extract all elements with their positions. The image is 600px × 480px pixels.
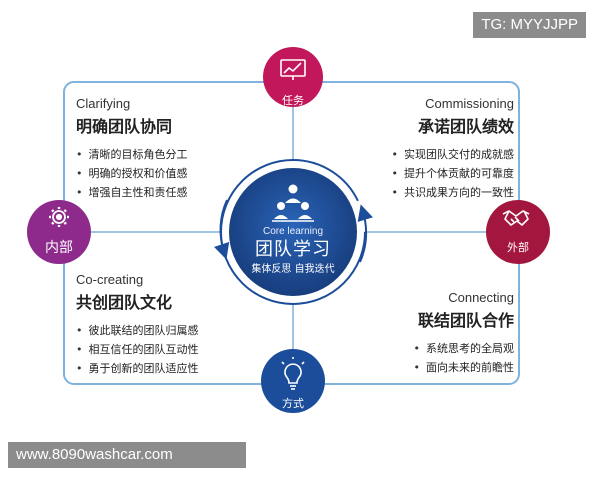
list-item: 实现团队交付的成就感: [392, 145, 514, 164]
node-top-label: 任务: [282, 94, 304, 107]
node-right-circle: [486, 200, 550, 264]
center-text-block: Core learning 团队学习 集体反思 自我迭代: [233, 226, 353, 278]
lightbulb-icon: [281, 357, 305, 390]
node-left-label: 内部: [45, 240, 73, 256]
quadrant-connecting: Connecting 联结团队合作 系统思考的全局观 面向未来的前瞻性: [414, 290, 514, 377]
presentation-board-icon: [280, 59, 306, 80]
ring-arrow-right: [357, 204, 373, 263]
list-item: 勇于创新的团队适应性: [76, 359, 199, 378]
quadrant-zh-title: 共创团队文化: [76, 293, 173, 312]
list-item: 相互信任的团队互动性: [76, 340, 199, 359]
quadrant-co-creating: Co-creating 共创团队文化 彼此联结的团队归属感 相互信任的团队互动性…: [76, 272, 199, 378]
quadrant-commissioning: Commissioning 承诺团队绩效 实现团队交付的成就感 提升个体贡献的可…: [392, 96, 514, 202]
quadrant-en-title: Clarifying: [76, 96, 131, 111]
quadrant-bullet-list: 系统思考的全局观 面向未来的前瞻性: [414, 339, 514, 377]
watermark-tg: TG: MYYJJPP: [473, 12, 586, 38]
quadrant-zh-title: 明确团队协同: [76, 117, 173, 136]
list-item: 共识成果方向的一致性: [392, 183, 514, 202]
quadrant-bullet-list: 实现团队交付的成就感 提升个体贡献的可靠度 共识成果方向的一致性: [392, 145, 514, 202]
list-item: 清晰的目标角色分工: [76, 145, 188, 164]
center-circle: [229, 168, 357, 296]
center-subtitle: 集体反思 自我迭代: [251, 264, 335, 275]
node-left-circle: [27, 200, 91, 264]
center-en-label: Core learning: [262, 226, 324, 237]
quadrant-bullet-list: 清晰的目标角色分工 明确的授权和价值感 增强自主性和责任感: [76, 145, 188, 202]
list-item: 明确的授权和价值感: [76, 164, 188, 183]
list-item: 系统思考的全局观: [414, 339, 514, 358]
quadrant-en-title: Co-creating: [76, 272, 144, 287]
quadrant-en-title: Commissioning: [425, 96, 514, 111]
node-right-label: 外部: [507, 241, 529, 254]
quadrant-zh-title: 承诺团队绩效: [417, 117, 514, 136]
center-zh-title: 团队学习: [255, 239, 331, 260]
gear-icon: [49, 207, 69, 227]
handshake-icon: [502, 210, 530, 226]
quadrant-zh-title: 联结团队合作: [417, 311, 514, 330]
quadrant-bullet-list: 彼此联结的团队归属感 相互信任的团队互动性 勇于创新的团队适应性: [76, 321, 199, 378]
watermark-site: www.8090washcar.com: [8, 442, 246, 468]
quadrant-en-title: Connecting: [448, 290, 514, 305]
quadrant-clarifying: Clarifying 明确团队协同 清晰的目标角色分工 明确的授权和价值感 增强…: [76, 96, 188, 202]
list-item: 面向未来的前瞻性: [414, 358, 514, 377]
node-bottom-circle: [261, 349, 325, 413]
list-item: 增强自主性和责任感: [76, 183, 188, 202]
ring-arrow-left: [213, 199, 230, 260]
list-item: 提升个体贡献的可靠度: [392, 164, 514, 183]
node-bottom-label: 方式: [282, 397, 304, 410]
list-item: 彼此联结的团队归属感: [76, 321, 199, 340]
team-people-icon: [272, 184, 314, 222]
